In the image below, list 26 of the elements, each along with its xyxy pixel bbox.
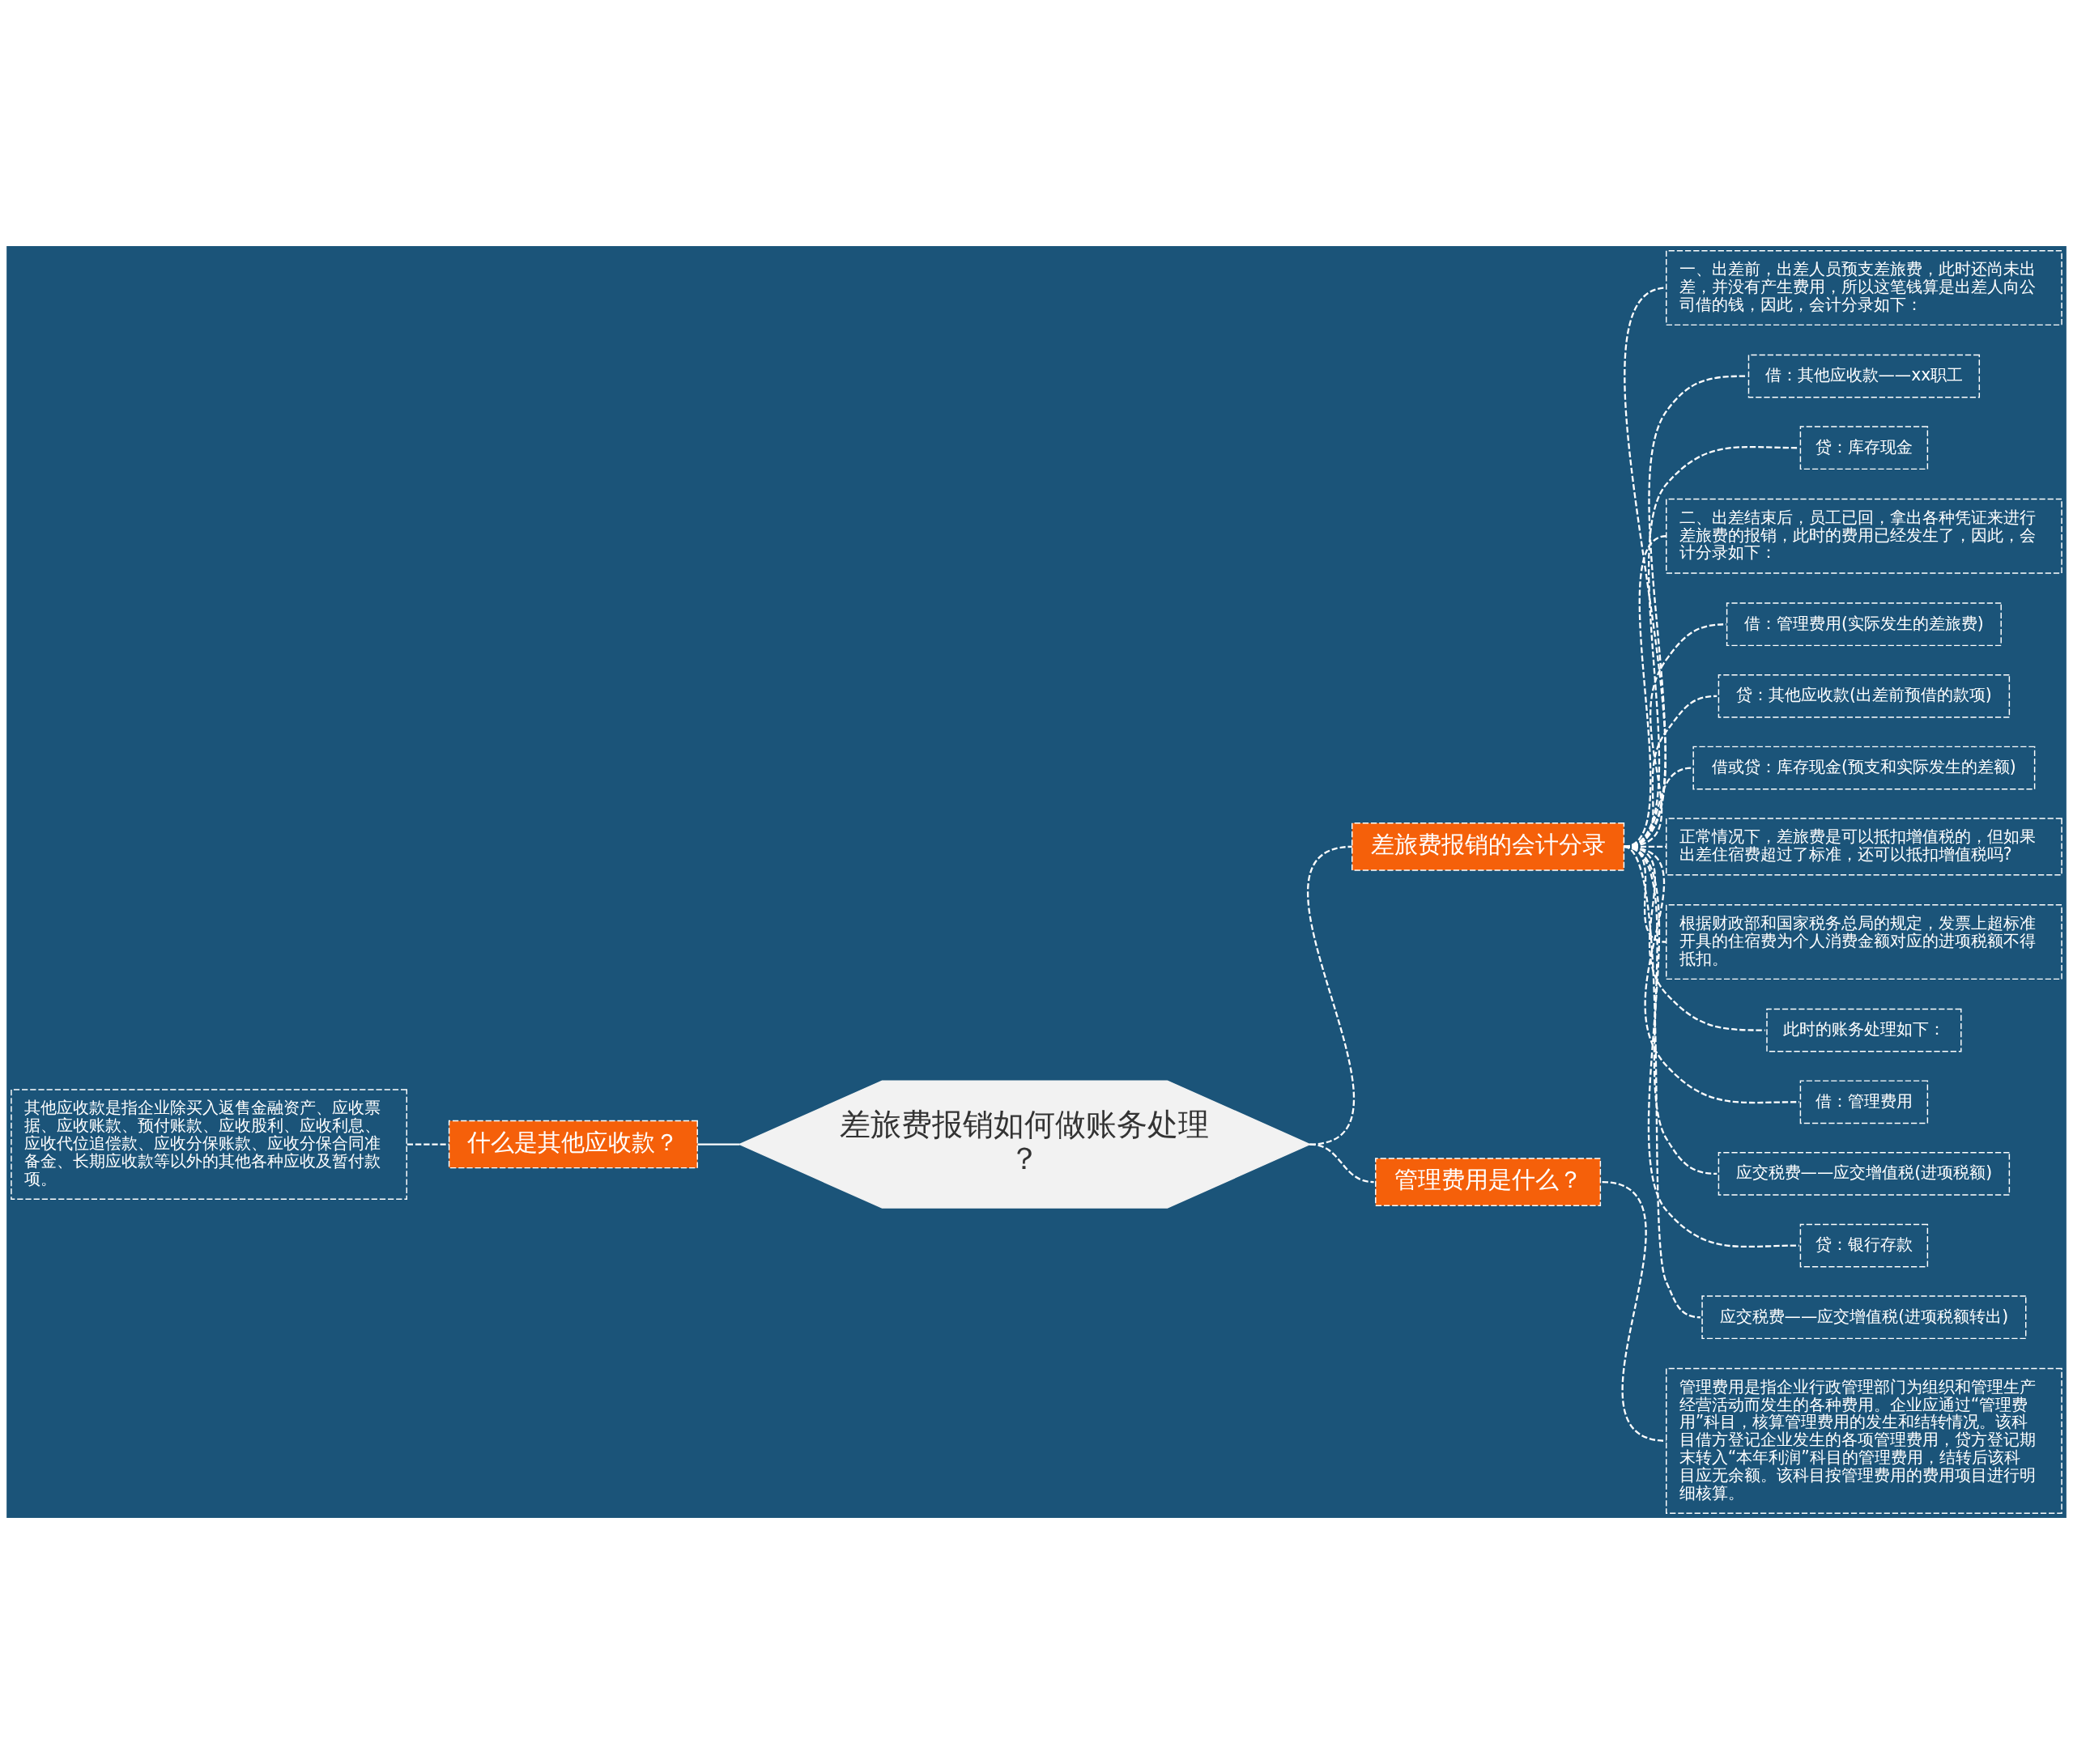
node-box: 根据财政部和国家税务总局的规定，发票上超标准开具的住宿费为个人消费金额对应的进项税额不得抵扣。 — [1666, 904, 2062, 980]
node-box: 什么是其他应收款？ — [448, 1120, 698, 1169]
node-box: 借：管理费用 — [1799, 1080, 1929, 1124]
connector — [1623, 287, 1667, 848]
node-box: 差旅费报销的会计分录 — [1351, 822, 1625, 871]
node-box: 应交税费——应交增值税(进项税额) — [1718, 1152, 2011, 1196]
connector — [1307, 845, 1355, 1146]
node-box: 一、出差前，出差人员预支差旅费，此时还尚未出差，并没有产生费用，所以这笔钱算是出差人向公司借的钱，因此，会计分录如下： — [1666, 250, 2062, 326]
node-box: 借：管理费用(实际发生的差旅费) — [1726, 602, 2002, 647]
node-box: 贷：其他应收款(出差前预借的款项) — [1718, 674, 2011, 718]
node-box: 借：其他应收款——xx职工 — [1747, 354, 1981, 398]
connector — [1309, 1143, 1374, 1184]
connector — [407, 1143, 449, 1146]
node-box: 管理费用是什么？ — [1375, 1158, 1602, 1206]
node-box: 借或贷：库存现金(预支和实际发生的差额) — [1692, 746, 2036, 790]
connector — [697, 1143, 740, 1146]
node-box: 管理费用是指企业行政管理部门为组织和管理生产经营活动而发生的各种费用。企业应通过“管理费用”科目，核算管理费用的发生和结转情况。该科目借方登记企业发生的各项管理费用，贷方登记期末转入“本年利润”科目的管理费用，结转后该科目应无余额。该科目按管理费用的费用项目进行明细核算。 — [1666, 1367, 2062, 1514]
node-box: 应交税费——应交增值税(进项税额转出) — [1701, 1295, 2027, 1340]
node-box: 贷：库存现金 — [1799, 426, 1929, 470]
node-box: 二、出差结束后，员工已回，拿出各种凭证来进行差旅费的报销，此时的费用已经发生了，因此，会计分录如下： — [1666, 498, 2062, 574]
node-box: 其他应收款是指企业除买入返售金融资产、应收票据、应收账款、预付账款、应收股利、应收利息、应收代位追偿款、应收分保账款、应收分保合同准备金、长期应收款等以外的其他各种应收及暂付款项。 — [11, 1089, 407, 1200]
node-box: 正常情况下，差旅费是可以抵扣增值税的，但如果出差住宿费超过了标准，还可以抵扣增值税吗? — [1666, 818, 2062, 876]
connector — [1602, 1180, 1666, 1442]
node-box: 此时的账务处理如下： — [1766, 1008, 1962, 1052]
connector — [1623, 845, 1701, 1319]
node-box: 贷：银行存款 — [1799, 1223, 1929, 1268]
